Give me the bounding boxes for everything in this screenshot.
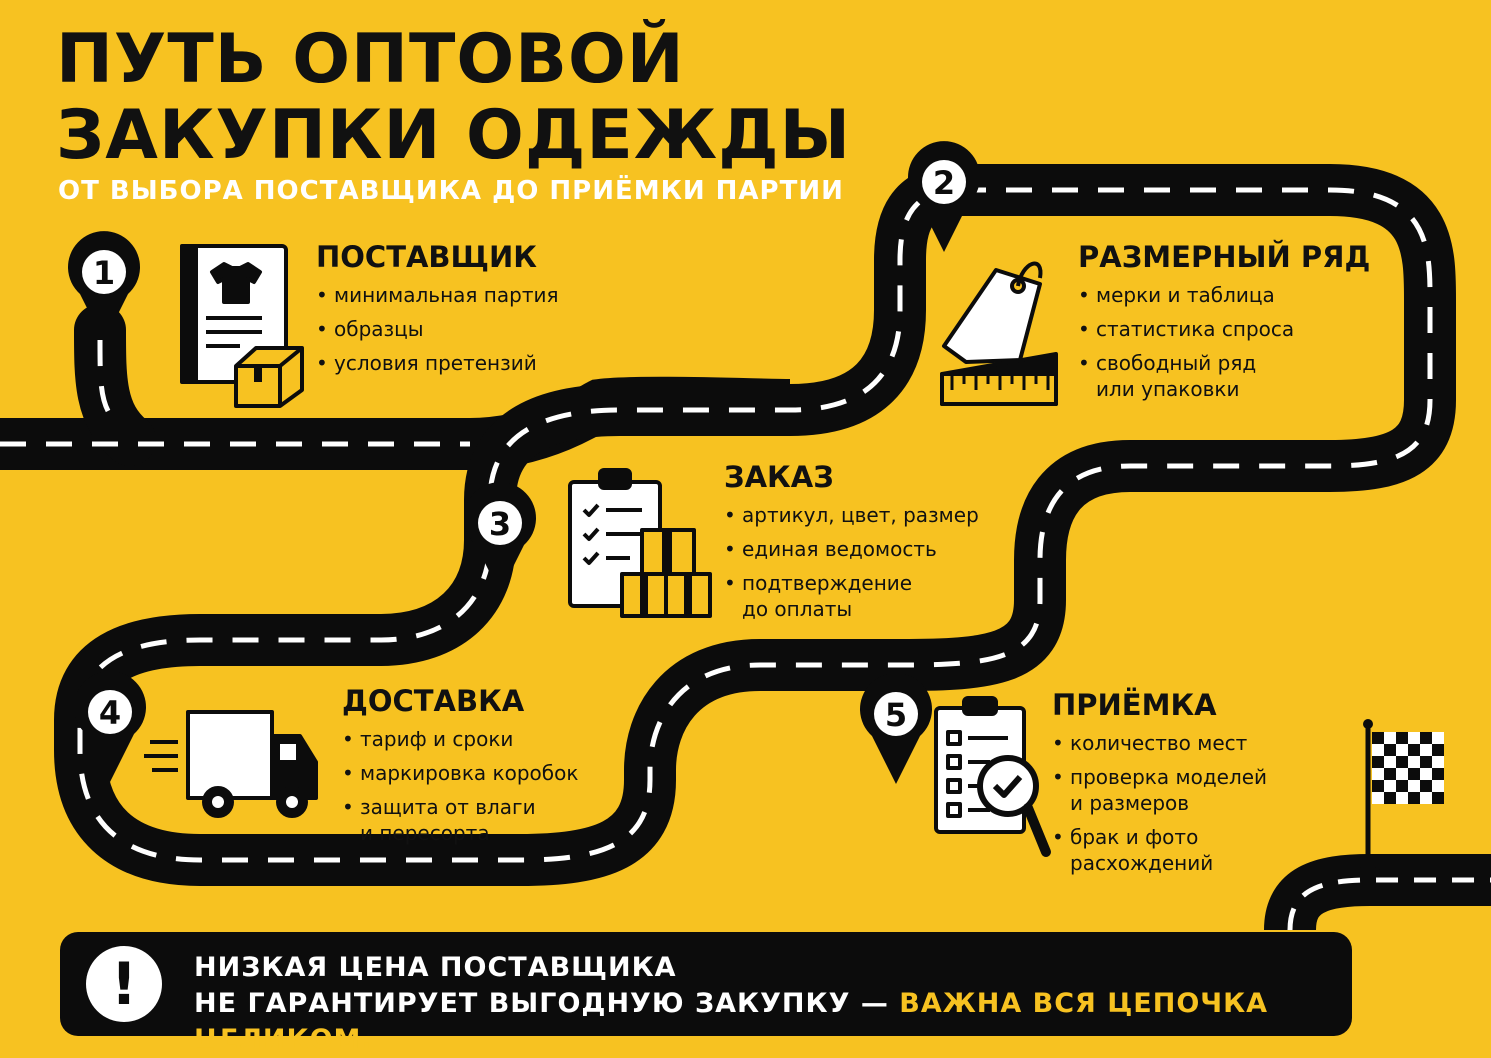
step-item: свободный ряд или упаковки — [1078, 350, 1370, 402]
step-item: подтверждение до оплаты — [724, 570, 979, 622]
catalog-with-tshirt-and-box-icon — [180, 244, 304, 408]
checklist-with-magnifier-icon — [934, 696, 1051, 857]
title-line-1: ПУТЬ ОПТОВОЙ — [56, 20, 685, 99]
step-title: ДОСТАВКА — [342, 684, 525, 718]
page-title: ПУТЬ ОПТОВОЙ ЗАКУПКИ ОДЕЖДЫ — [56, 22, 851, 174]
step-3-order: ЗАКАЗ артикул, цвет, размер единая ведом… — [724, 460, 979, 630]
checkered-finish-flag-icon — [1348, 719, 1444, 876]
step-item: проверка моделей и размеров — [1052, 764, 1267, 816]
warning-line-2: НЕ ГАРАНТИРУЕТ ВЫГОДНУЮ ЗАКУПКУ — — [194, 988, 889, 1019]
price-tag-and-ruler-icon — [940, 261, 1058, 406]
step-items: мерки и таблица статистика спроса свобод… — [1078, 282, 1370, 402]
pin-step-4: 4 — [74, 671, 146, 782]
step-item: образцы — [316, 316, 559, 342]
step-item: маркировка коробок — [342, 760, 578, 786]
pin-number-3: 3 — [489, 505, 511, 543]
step-item: минимальная партия — [316, 282, 559, 308]
pin-step-2: 2 — [908, 141, 980, 252]
step-item: мерки и таблица — [1078, 282, 1370, 308]
step-1-supplier: ПОСТАВЩИК минимальная партия образцы усл… — [316, 240, 559, 384]
step-item: защита от влаги и пересорта — [342, 794, 578, 846]
pin-step-1: 1 — [68, 231, 140, 342]
warning-highlight: ВАЖНА ВСЯ ЦЕПОЧКА ЦЕЛИКОМ. — [194, 988, 1269, 1055]
step-item: тариф и сроки — [342, 726, 578, 752]
step-item: единая ведомость — [724, 536, 979, 562]
step-title: ПОСТАВЩИК — [316, 240, 537, 274]
step-item: артикул, цвет, размер — [724, 502, 979, 528]
road — [0, 164, 1491, 932]
checklist-clipboard-with-boxes-icon — [568, 468, 712, 618]
step-title: ЗАКАЗ — [724, 460, 834, 494]
exclamation-icon: ! — [86, 946, 162, 1022]
pin-number-2: 2 — [933, 164, 955, 202]
step-item: количество мест — [1052, 730, 1267, 756]
title-line-2: ЗАКУПКИ ОДЕЖДЫ — [56, 96, 852, 175]
pin-step-5: 5 — [860, 673, 932, 784]
pin-number-4: 4 — [99, 694, 121, 732]
warning-banner: ! НИЗКАЯ ЦЕНА ПОСТАВЩИКА НЕ ГАРАНТИРУЕТ … — [60, 932, 1352, 1055]
step-items: количество мест проверка моделей и разме… — [1052, 730, 1267, 876]
pin-step-3: 3 — [464, 482, 536, 593]
step-items: минимальная партия образцы условия прете… — [316, 282, 559, 376]
step-4-delivery: ДОСТАВКА тариф и сроки маркировка коробо… — [342, 684, 578, 854]
step-5-acceptance: ПРИЁМКА количество мест проверка моделей… — [1052, 688, 1267, 884]
pin-number-1: 1 — [93, 254, 115, 292]
step-item: условия претензий — [316, 350, 559, 376]
step-item: брак и фото расхождений — [1052, 824, 1267, 876]
pin-number-5: 5 — [885, 696, 907, 734]
warning-line-1: НИЗКАЯ ЦЕНА ПОСТАВЩИКА — [194, 952, 677, 983]
step-2-size-range: РАЗМЕРНЫЙ РЯД мерки и таблица статистика… — [1078, 240, 1370, 410]
warning-text: НИЗКАЯ ЦЕНА ПОСТАВЩИКА НЕ ГАРАНТИРУЕТ ВЫ… — [194, 950, 1352, 1058]
step-title: ПРИЁМКА — [1052, 688, 1217, 722]
step-items: артикул, цвет, размер единая ведомость п… — [724, 502, 979, 622]
step-item: статистика спроса — [1078, 316, 1370, 342]
step-items: тариф и сроки маркировка коробок защита … — [342, 726, 578, 846]
step-title: РАЗМЕРНЫЙ РЯД — [1078, 240, 1371, 274]
delivery-truck-icon — [144, 710, 318, 818]
page-subtitle: ОТ ВЫБОРА ПОСТАВЩИКА ДО ПРИЁМКИ ПАРТИИ — [58, 176, 844, 206]
